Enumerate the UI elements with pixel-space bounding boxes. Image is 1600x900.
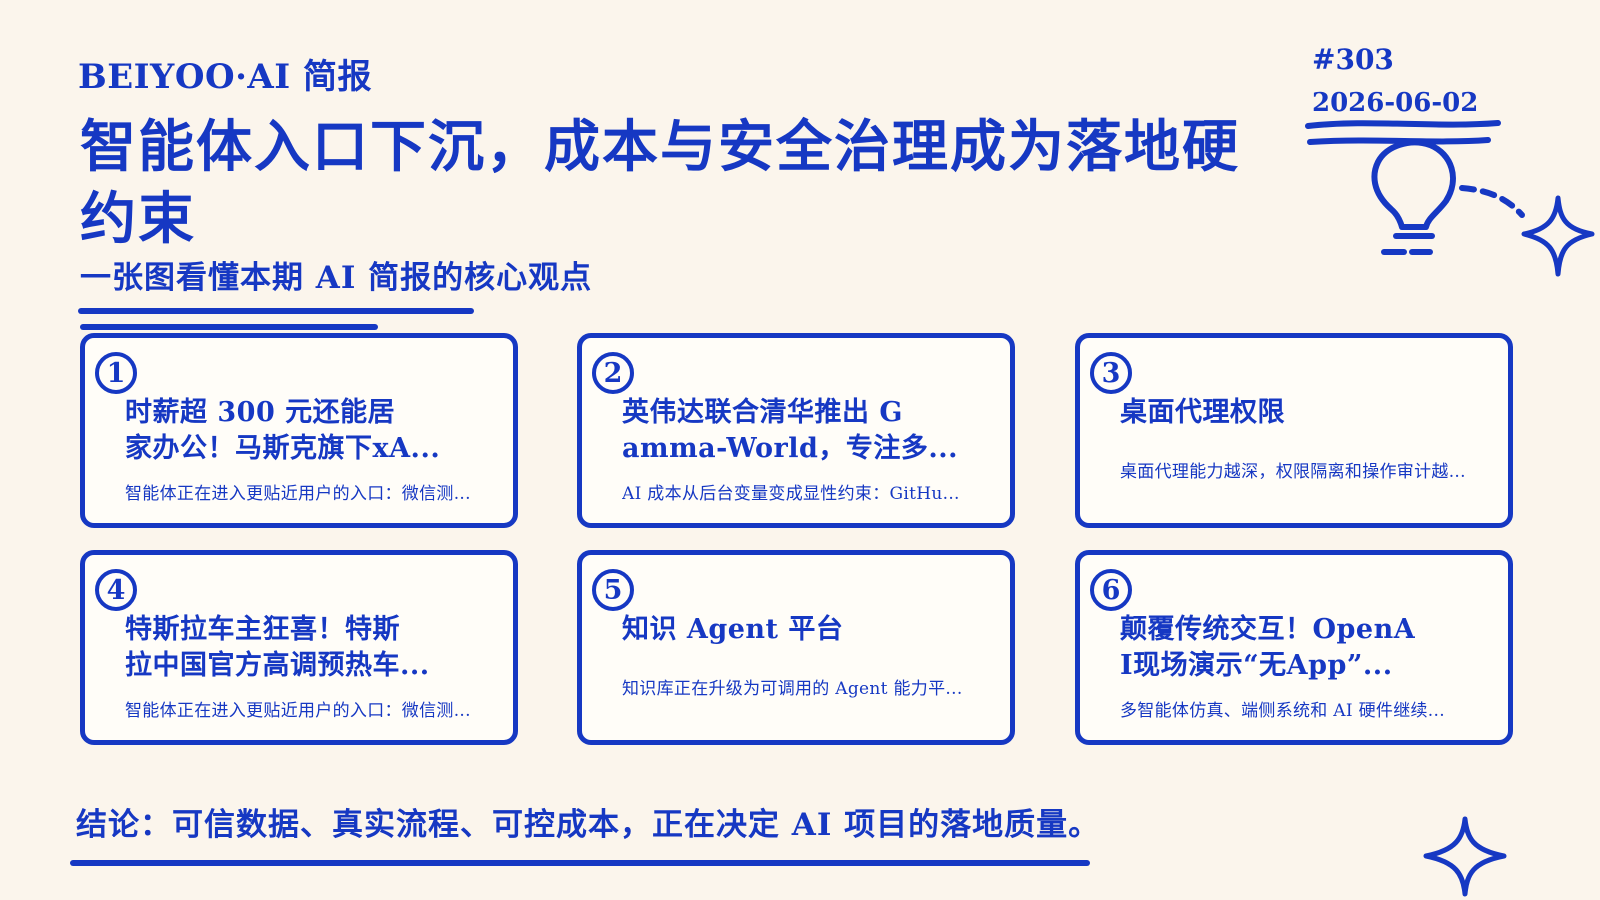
card-summary: 知识库正在升级为可调用的 Agent 能力平... bbox=[622, 679, 963, 699]
card-title: 桌面代理权限 bbox=[1120, 397, 1285, 428]
card-number-badge: 4 bbox=[95, 569, 137, 611]
summary-card-5[interactable]: 5 知识 Agent 平台 知识库正在升级为可调用的 Agent 能力平... bbox=[577, 550, 1015, 745]
card-number-badge: 3 bbox=[1090, 352, 1132, 394]
card-number-badge: 1 bbox=[95, 352, 137, 394]
brand-title: BEIYOO·AI 简报 bbox=[78, 57, 373, 97]
subtitle-underline-secondary bbox=[80, 324, 378, 330]
card-summary: 桌面代理能力越深，权限隔离和操作审计越... bbox=[1120, 462, 1466, 482]
card-number-badge: 5 bbox=[592, 569, 634, 611]
card-number-badge: 6 bbox=[1090, 569, 1132, 611]
card-title: 颠覆传统交互！OpenA I现场演示“无App”... bbox=[1120, 614, 1416, 682]
issue-number: #303 bbox=[1312, 43, 1394, 76]
sparkle-icon bbox=[1521, 195, 1595, 277]
subtitle-underline bbox=[78, 308, 474, 314]
card-summary: 智能体正在进入更贴近用户的入口：微信测... bbox=[125, 701, 471, 721]
conclusion-text: 结论：可信数据、真实流程、可控成本，正在决定 AI 项目的落地质量。 bbox=[76, 807, 1101, 843]
summary-card-4[interactable]: 4 特斯拉车主狂喜！特斯 拉中国官方高调预热车... 智能体正在进入更贴近用户的… bbox=[80, 550, 518, 745]
card-number-badge: 2 bbox=[592, 352, 634, 394]
summary-card-1[interactable]: 1 时薪超 300 元还能居 家办公！马斯克旗下xA... 智能体正在进入更贴近… bbox=[80, 333, 518, 528]
card-title: 知识 Agent 平台 bbox=[622, 614, 844, 645]
card-summary: 多智能体仿真、端侧系统和 AI 硬件继续... bbox=[1120, 701, 1445, 721]
card-title: 时薪超 300 元还能居 家办公！马斯克旗下xA... bbox=[125, 397, 441, 465]
issue-date: 2026-06-02 bbox=[1312, 88, 1479, 118]
card-title: 英伟达联合清华推出 G amma-World，专注多... bbox=[622, 397, 959, 465]
conclusion-underline bbox=[70, 860, 1090, 866]
page-subtitle: 一张图看懂本期 AI 简报的核心观点 bbox=[80, 260, 593, 296]
summary-card-2[interactable]: 2 英伟达联合清华推出 G amma-World，专注多... AI 成本从后台… bbox=[577, 333, 1015, 528]
card-title: 特斯拉车主狂喜！特斯 拉中国官方高调预热车... bbox=[125, 614, 430, 682]
summary-card-6[interactable]: 6 颠覆传统交互！OpenA I现场演示“无App”... 多智能体仿真、端侧系… bbox=[1075, 550, 1513, 745]
card-summary: 智能体正在进入更贴近用户的入口：微信测... bbox=[125, 484, 471, 504]
sparkle-icon bbox=[1423, 816, 1507, 897]
lightbulb-icon bbox=[1305, 120, 1525, 255]
page-title: 智能体入口下沉，成本与安全治理成为落地硬约束 bbox=[80, 114, 1240, 252]
card-summary: AI 成本从后台变量变成显性约束：GitHu... bbox=[622, 484, 960, 504]
summary-card-3[interactable]: 3 桌面代理权限 桌面代理能力越深，权限隔离和操作审计越... bbox=[1075, 333, 1513, 528]
